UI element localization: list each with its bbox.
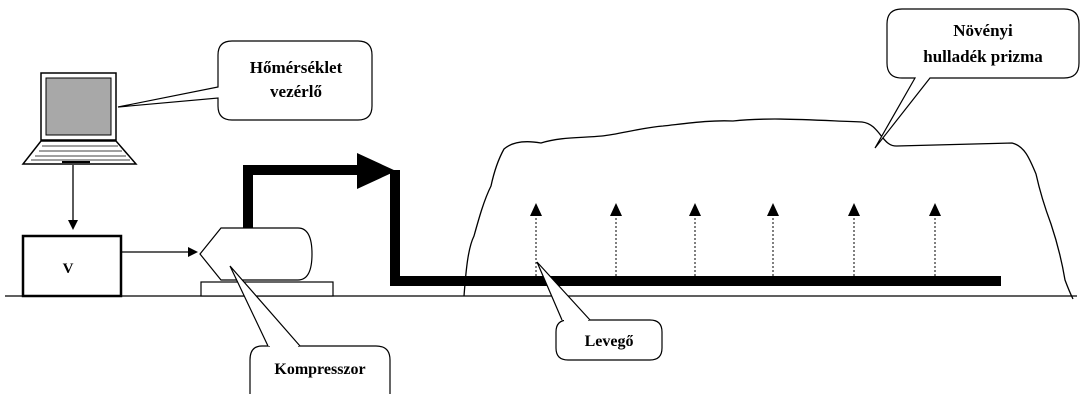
airflow-arrow [848,203,860,276]
waste-pile-outline [463,118,1074,300]
controller-label-line1: Hőmérséklet [250,58,343,77]
airflow-arrow [929,203,941,276]
airflow-arrow [689,203,701,276]
air-label: Levegő [585,333,634,350]
valve-to-compressor-arrowhead [188,247,198,257]
air-callout [555,319,663,361]
airflow-arrow [610,203,622,276]
valve-label: V [63,261,74,277]
compressor-icon [199,227,334,297]
controller-label-line2: vezérlő [270,82,322,101]
air-callout-pointer [536,261,591,321]
compressor-label: Kompresszor [274,361,365,378]
compressor-callout [249,345,391,394]
compressor-callout-pointer [229,265,301,347]
controller-callout [117,40,373,121]
pile-callout [874,8,1080,149]
valve-box [21,234,123,298]
pile-label-line2: hulladék prizma [923,47,1043,66]
laptop-icon [21,72,138,165]
airflow-arrow [767,203,779,276]
pile-label-line1: Növényi [953,21,1013,40]
air-pipe-arrowhead [357,153,396,189]
airflow-arrow [530,203,542,276]
air-pipe [243,165,1001,286]
laptop-to-valve-arrowhead [68,220,78,230]
